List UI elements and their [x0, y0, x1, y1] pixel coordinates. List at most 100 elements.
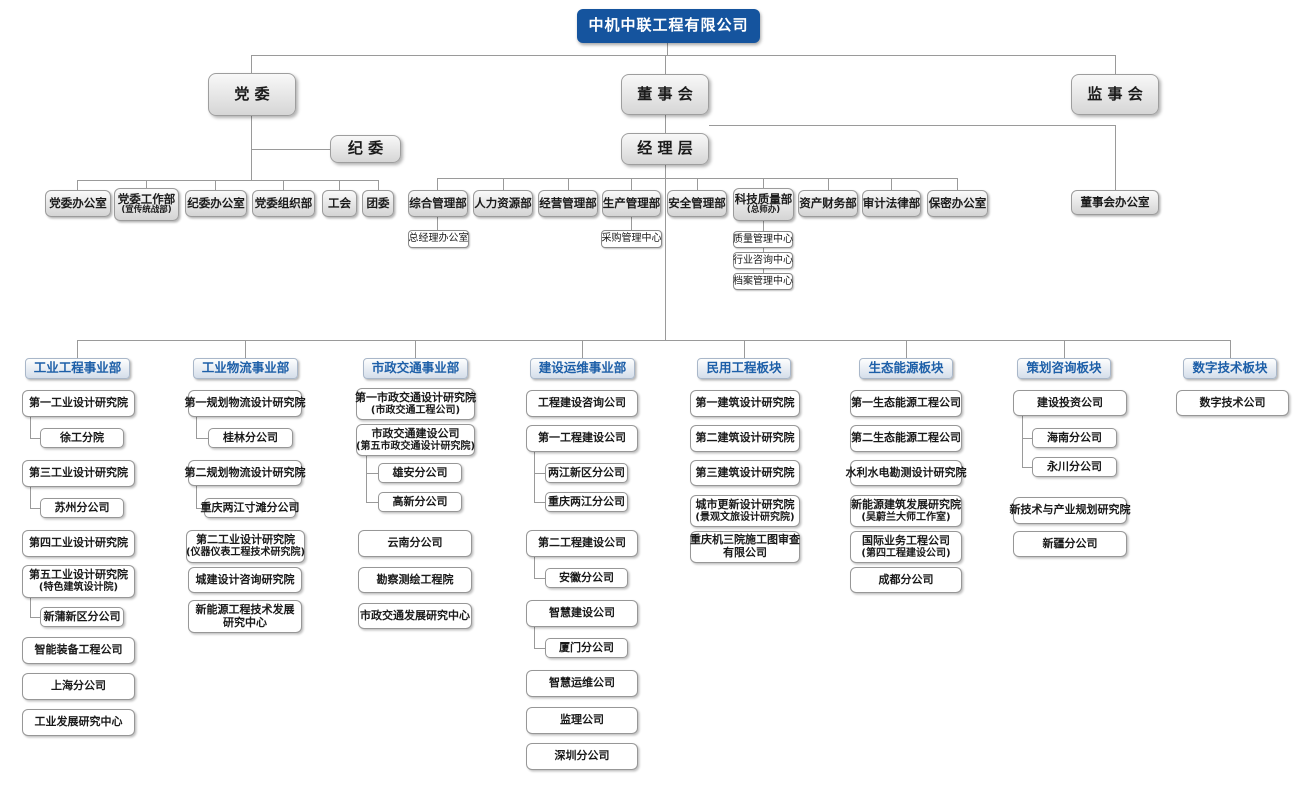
party-work-dept: 党委工作部(宣传统战部) — [114, 188, 179, 221]
co-chongqing-liangjiang-branch: 重庆两江分公司 — [545, 492, 628, 512]
connector-line — [415, 340, 416, 358]
connector-line — [828, 178, 829, 190]
audit-legal-dept: 审计法律部 — [862, 190, 921, 217]
il-urban-design-institute-label: 城建设计咨询研究院 — [195, 572, 295, 586]
ie-first-institute: 第一工业设计研究院 — [22, 390, 135, 417]
archives-center: 档案管理中心 — [733, 273, 793, 290]
mt-first-institute-sublabel: (市政交通工程公司) — [370, 404, 461, 416]
board-of-directors: 董 事 会 — [621, 74, 709, 115]
connector-line — [763, 178, 764, 190]
ie-suzhou-branch: 苏州分公司 — [40, 498, 124, 518]
party-org-dept-label: 党委组织部 — [254, 195, 313, 210]
ce-drawing-review-co: 重庆机三院施工图审查有限公司 — [690, 531, 800, 563]
connector-line — [665, 165, 666, 340]
connector-line — [534, 648, 545, 649]
connector-line — [30, 417, 31, 438]
industry-consulting-center-label: 行业咨询中心 — [733, 254, 793, 266]
connector-line — [196, 486, 197, 508]
il-cuntan-branch-label: 重庆两江寸滩分公司 — [200, 500, 300, 514]
pc-yongchuan-branch-label: 永川分公司 — [1047, 459, 1102, 473]
connector-line — [1230, 340, 1231, 358]
il-guilin-branch-label: 桂林分公司 — [223, 430, 278, 444]
co-shenzhen-branch-label: 深圳分公司 — [554, 749, 610, 763]
connector-line — [196, 508, 208, 509]
il-guilin-branch: 桂林分公司 — [208, 428, 293, 448]
pc-new-tech-institute-label: 新技术与产业规划研究院 — [1009, 503, 1131, 517]
procurement-center: 采购管理中心 — [601, 230, 662, 248]
ee-international-co-sublabel: (第四工程建设公司) — [861, 547, 951, 559]
connector-line — [366, 473, 378, 474]
co-second-construction-co: 第二工程建设公司 — [526, 530, 638, 557]
mt-xiongan-branch-label: 雄安分公司 — [392, 465, 448, 479]
operations-mgmt-dept: 经营管理部 — [538, 190, 598, 217]
ee-second-co-label: 第二生态能源工程公司 — [851, 431, 961, 445]
ie-first-institute-label: 第一工业设计研究院 — [29, 396, 128, 410]
il-second-industrial-institute-sublabel: (仪器仪表工程技术研究院) — [185, 547, 306, 559]
co-shenzhen-branch: 深圳分公司 — [526, 743, 638, 770]
co-liangjiang-new-area-branch: 两江新区分公司 — [545, 463, 628, 483]
connector-line — [251, 116, 252, 180]
party-work-dept-label: 党委工作部 — [117, 191, 176, 206]
connector-line — [906, 340, 907, 358]
pc-hainan-branch: 海南分公司 — [1032, 428, 1117, 448]
co-first-construction-co: 第一工程建设公司 — [526, 425, 638, 452]
ee-international-co: 国际业务工程公司(第四工程建设公司) — [850, 531, 962, 563]
ie-fifth-institute-label: 第五工业设计研究院 — [29, 568, 128, 582]
labor-union: 工会 — [322, 190, 357, 217]
municipal-transport-division-label: 市政交通事业部 — [371, 360, 460, 376]
co-chongqing-liangjiang-branch-label: 重庆两江分公司 — [548, 494, 625, 508]
il-cuntan-branch: 重庆两江寸滩分公司 — [201, 498, 300, 518]
connector-line — [1022, 467, 1032, 468]
connector-line — [251, 55, 252, 73]
industrial-engineering-division: 工业工程事业部 — [25, 358, 130, 379]
industrial-engineering-division-label: 工业工程事业部 — [33, 360, 122, 376]
mt-construction-co-sublabel: (第五市政交通设计研究院) — [355, 440, 476, 452]
ie-suzhou-branch-label: 苏州分公司 — [54, 500, 110, 514]
planning-consulting-sector: 策划咨询板块 — [1017, 358, 1111, 379]
connector-line — [196, 417, 197, 438]
connector-line — [503, 178, 504, 190]
mt-survey-institute: 勘察测绘工程院 — [358, 567, 472, 593]
eco-energy-sector-label: 生态能源板块 — [868, 360, 944, 376]
party-office-label: 党委办公室 — [49, 195, 107, 210]
construction-operation-division: 建设运维事业部 — [530, 358, 635, 379]
discipline-committee-label: 纪 委 — [347, 139, 384, 158]
connector-line — [534, 627, 535, 648]
il-new-energy-center: 新能源工程技术发展研究中心 — [188, 600, 302, 633]
asset-finance-dept-label: 资产财务部 — [799, 195, 857, 210]
ee-water-institute: 水利水电勘测设计研究院 — [846, 460, 967, 486]
gm-office-label: 总经理办公室 — [408, 233, 469, 245]
party-org-dept: 党委组织部 — [252, 190, 315, 217]
party-committee-label: 党 委 — [234, 84, 270, 103]
mt-first-institute-label: 第一市政交通设计研究院 — [355, 390, 476, 404]
connector-line — [534, 452, 535, 502]
il-second-industrial-institute: 第二工业设计研究院(仪器仪表工程技术研究院) — [186, 530, 305, 563]
ie-xugong-branch-label: 徐工分院 — [60, 430, 104, 444]
dt-digital-co: 数字技术公司 — [1176, 390, 1289, 416]
ce-third-institute-label: 第三建筑设计研究院 — [695, 465, 795, 479]
mt-yunnan-branch-label: 云南分公司 — [387, 536, 443, 550]
party-committee: 党 委 — [208, 73, 296, 116]
il-first-institute-label: 第一规划物流设计研究院 — [184, 396, 306, 410]
civil-engineering-sector-label: 民用工程板块 — [706, 360, 782, 376]
ce-third-institute: 第三建筑设计研究院 — [690, 460, 800, 486]
connector-line — [631, 217, 632, 230]
mt-yunnan-branch: 云南分公司 — [358, 530, 472, 557]
ee-new-energy-institute-sublabel: (吴蔚兰大师工作室) — [861, 511, 951, 523]
connector-line — [339, 180, 340, 190]
connector-line — [1022, 416, 1023, 467]
ie-third-institute: 第三工业设计研究院 — [22, 460, 135, 487]
labor-union-label: 工会 — [328, 195, 351, 210]
ie-fifth-institute-sublabel: (特色建筑设计院) — [38, 582, 119, 594]
co-second-construction-co-label: 第二工程建设公司 — [538, 536, 626, 550]
ie-xinpu-branch-label: 新蒲新区分公司 — [43, 609, 121, 623]
construction-operation-division-label: 建设运维事业部 — [538, 360, 627, 376]
connector-line — [1115, 55, 1116, 74]
co-xiamen-branch: 厦门分公司 — [545, 638, 628, 658]
il-new-energy-center-label: 新能源工程技术发展 — [195, 602, 295, 616]
co-smart-construction-co-label: 智慧建设公司 — [549, 606, 615, 620]
confidentiality-office: 保密办公室 — [927, 190, 988, 217]
ee-first-co: 第一生态能源工程公司 — [850, 390, 962, 417]
co-first-construction-co-label: 第一工程建设公司 — [538, 431, 626, 445]
mt-construction-co: 市政交通建设公司(第五市政交通设计研究院) — [356, 424, 475, 456]
